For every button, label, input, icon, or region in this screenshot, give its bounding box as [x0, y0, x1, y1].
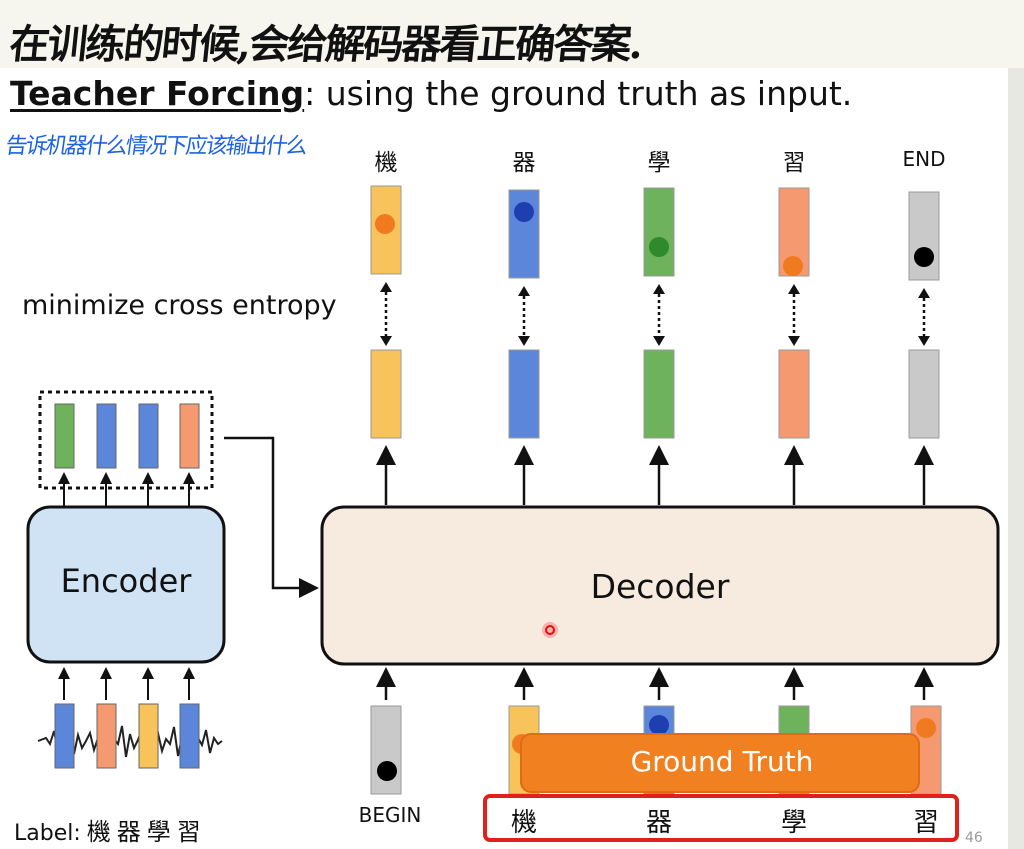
loss-label: minimize cross entropy	[22, 290, 337, 321]
ground-truth-char: 器	[645, 808, 672, 838]
output-label-xue: 學	[647, 150, 671, 176]
label-prefix: Label:	[14, 821, 81, 846]
encoder-input-vector	[54, 703, 75, 769]
ground-truth-banner	[520, 733, 920, 793]
page-edge	[1008, 68, 1024, 849]
encoder-output-vector	[179, 403, 200, 469]
encoder-label: Encoder	[60, 562, 192, 600]
laser-pointer	[542, 622, 558, 638]
begin-dot	[377, 761, 397, 781]
output-dot-xi	[783, 256, 803, 276]
output-label-end: END	[902, 147, 946, 171]
ground-truth-char: 學	[780, 808, 807, 838]
decoder-output-xue	[643, 349, 675, 439]
output-dot-xue	[649, 237, 669, 257]
page-number: 46	[965, 830, 983, 846]
encoder-input-vector	[96, 703, 117, 769]
decoder-output-xi	[778, 349, 810, 439]
decoder-block	[320, 505, 1000, 666]
output-label-qi: 器	[512, 150, 536, 176]
label-char: 機	[86, 818, 111, 846]
slide-background	[0, 68, 1008, 849]
encoder-output-group	[38, 390, 214, 490]
output-label-ji: 機	[374, 150, 398, 176]
encoder-to-decoder-arrow	[224, 436, 319, 598]
label-char: 器	[116, 818, 141, 846]
encoder-output-vector	[138, 403, 159, 469]
ground-truth-char: 機	[510, 808, 537, 838]
label-row: Label:機器學習	[14, 812, 201, 847]
encoder-output-vector	[54, 403, 75, 469]
encoder-input-vector	[179, 703, 200, 769]
ground-truth-label: Ground Truth	[630, 745, 814, 778]
ground-truth-char: 習	[912, 808, 939, 838]
encoder-block	[26, 505, 226, 664]
decoder-output-qi	[508, 349, 540, 439]
output-distribution-qi	[508, 189, 540, 279]
output-dot-qi	[514, 202, 534, 222]
slide-title-bold: Teacher Forcing	[10, 74, 305, 113]
ground-truth-highlight-box	[483, 794, 959, 842]
label-char: 習	[176, 818, 201, 846]
label-char: 學	[146, 818, 171, 846]
output-dot-ji	[375, 214, 395, 234]
slide-title: Teacher Forcing: using the ground truth …	[10, 74, 852, 113]
output-dot-end	[914, 247, 934, 267]
slide-title-rest: : using the ground truth as input.	[304, 74, 853, 113]
encoder-output-vector	[96, 403, 117, 469]
decoder-output-ji	[370, 349, 402, 439]
output-distribution-xue	[643, 187, 675, 277]
decoder-output-end	[908, 349, 940, 439]
output-label-xi: 習	[782, 150, 806, 176]
decoder-label: Decoder	[590, 567, 730, 606]
encoder-input-vector	[138, 703, 159, 769]
begin-label: BEGIN	[358, 803, 422, 827]
